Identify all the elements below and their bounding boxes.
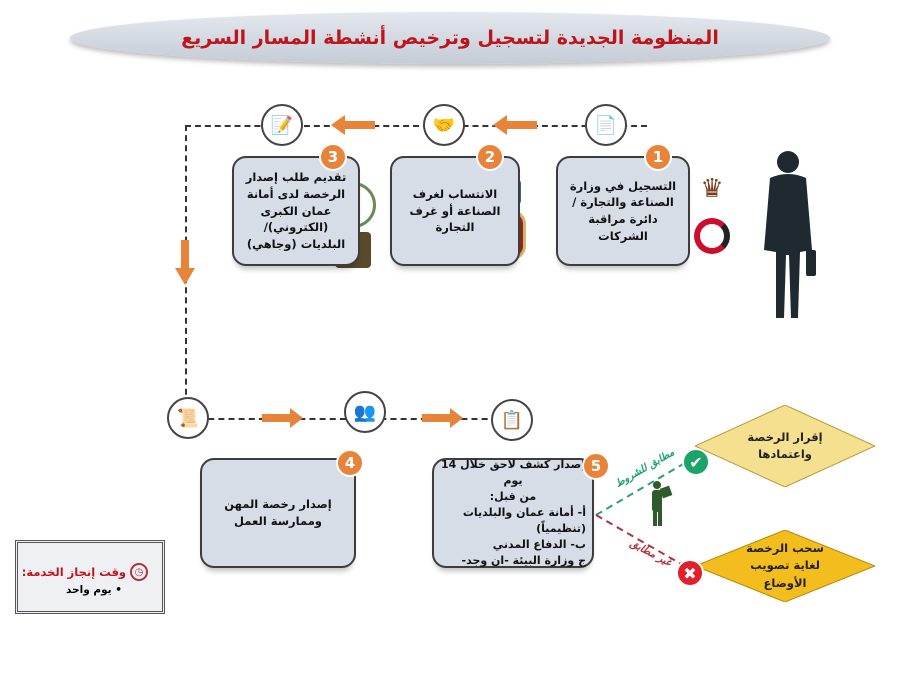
- step-5-box: إصدار كشف لاحق خلال 14 يوم من قبل: أ- أم…: [432, 458, 594, 568]
- step-5-badge: 5: [582, 452, 610, 480]
- withdraw-license-diamond: سحب الرخصة لغاية تصويب الأوضاع: [695, 530, 875, 602]
- service-time-value-text: يوم واحد: [65, 584, 112, 596]
- companies-control-logo: [694, 218, 730, 254]
- clock-icon: ◷: [130, 563, 148, 581]
- step-3-badge: 3: [319, 143, 347, 171]
- page-title: المنظومة الجديدة لتسجيل وترخيص أنشطة الم…: [70, 12, 830, 64]
- application-form-icon: 📝: [261, 104, 303, 146]
- approve-license-diamond: إقرار الرخصة واعتمادها: [695, 405, 875, 487]
- step-2-badge: 2: [476, 143, 504, 171]
- check-icon: ✔: [682, 448, 710, 476]
- step-1-box: التسجيل في وزارة الصناعة والتجارة / دائر…: [556, 156, 690, 266]
- step-5-line: أ- أمانة عمان والبلديات (تنظيمياً): [462, 506, 586, 535]
- arrow-right-icon: [262, 408, 303, 428]
- ministry-logo: ♛: [700, 174, 724, 204]
- handshake-icon: 🤝: [423, 104, 465, 146]
- step-4-badge: 4: [336, 449, 364, 477]
- registration-document-icon: 📄: [585, 104, 627, 146]
- team-icon: 👥: [344, 391, 386, 433]
- arrow-down-icon: [175, 240, 195, 285]
- cross-icon: ✖: [676, 559, 704, 587]
- match-line: [595, 459, 691, 516]
- businessman-icon: [764, 151, 816, 318]
- step-1-badge: 1: [644, 143, 672, 171]
- license-stamp-icon: 📜: [167, 397, 209, 439]
- flow-line-top: [185, 125, 647, 127]
- step-4-box: إصدار رخصة المهن وممارسة العمل: [200, 458, 356, 568]
- service-time-label: وقت إنجاز الخدمة:: [21, 565, 126, 579]
- inspector-figure-icon: [652, 481, 673, 526]
- step-5-line: ج وزارة البيئة -ان وجد-: [461, 553, 586, 567]
- service-time-value: • يوم واحد: [65, 584, 122, 596]
- approve-text: إقرار الرخصة واعتمادها: [747, 429, 823, 461]
- step-3-text: تقديم طلب إصدار الرخصة لدى أمانة عمان ال…: [245, 170, 347, 251]
- step-1-text: التسجيل في وزارة الصناعة والتجارة / دائر…: [569, 178, 677, 243]
- step-2-box: الانتساب لغرف الصناعة أو غرف التجارة: [390, 156, 520, 266]
- checklist-icon: 📋: [491, 399, 533, 441]
- step-4-text: إصدار رخصة المهن وممارسة العمل: [224, 497, 332, 528]
- step-5-line: ب- الدفاع المدني: [492, 537, 586, 551]
- step-3-box: تقديم طلب إصدار الرخصة لدى أمانة عمان ال…: [232, 156, 360, 266]
- arrow-right-icon: [422, 408, 463, 428]
- withdraw-text: سحب الرخصة لغاية تصويب الأوضاع: [746, 541, 824, 590]
- step-2-text: الانتساب لغرف الصناعة أو غرف التجارة: [409, 186, 501, 235]
- step-5-line: إصدار كشف لاحق خلال 14 يوم: [440, 458, 586, 488]
- arrow-left-icon: [493, 115, 537, 135]
- service-time-box: ◷ وقت إنجاز الخدمة: • يوم واحد: [15, 540, 165, 614]
- step-5-line: من قبل:: [489, 490, 537, 504]
- nomatch-line: [595, 514, 689, 569]
- arrow-left-icon: [331, 115, 375, 135]
